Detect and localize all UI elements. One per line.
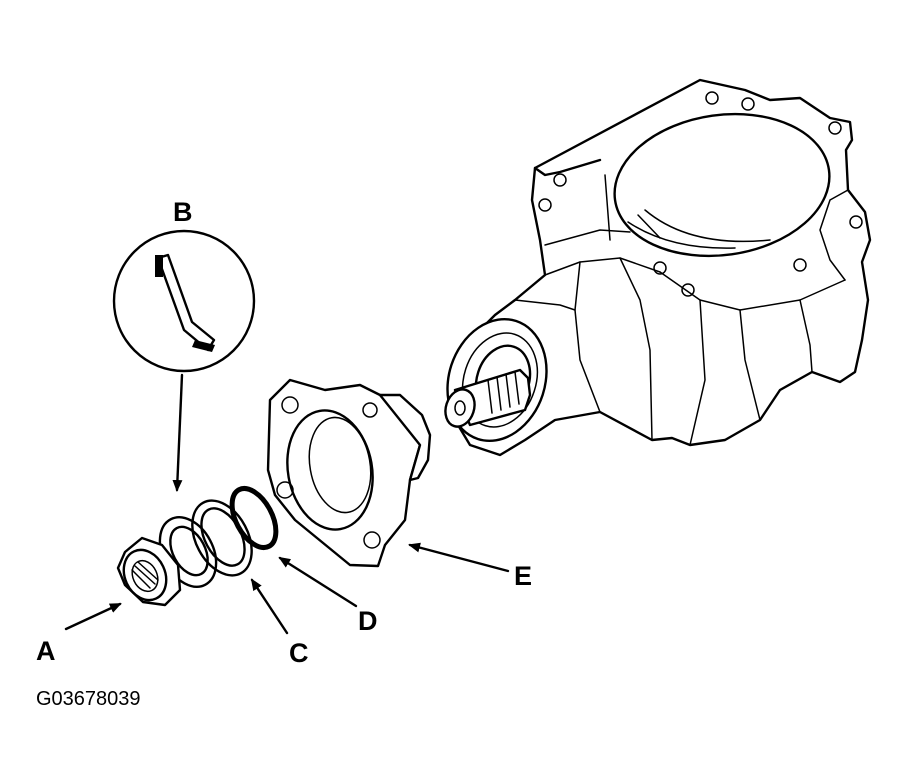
leader-arrow-c [250,578,289,635]
leader-arrow-e [408,542,510,573]
leader-arrow-a [64,602,122,631]
label-e: E [514,561,532,591]
washer-c [191,499,253,577]
label-a: A [36,636,56,666]
label-c: C [289,638,309,668]
gearbox-housing [444,78,872,457]
detail-b-callout [112,229,256,492]
figure-code: G03678039 [36,688,141,710]
leader-arrow-d [278,556,358,608]
nut-a [116,536,182,607]
cover-flange-e [266,378,432,568]
label-b: B [173,197,193,227]
label-d: D [358,606,378,636]
